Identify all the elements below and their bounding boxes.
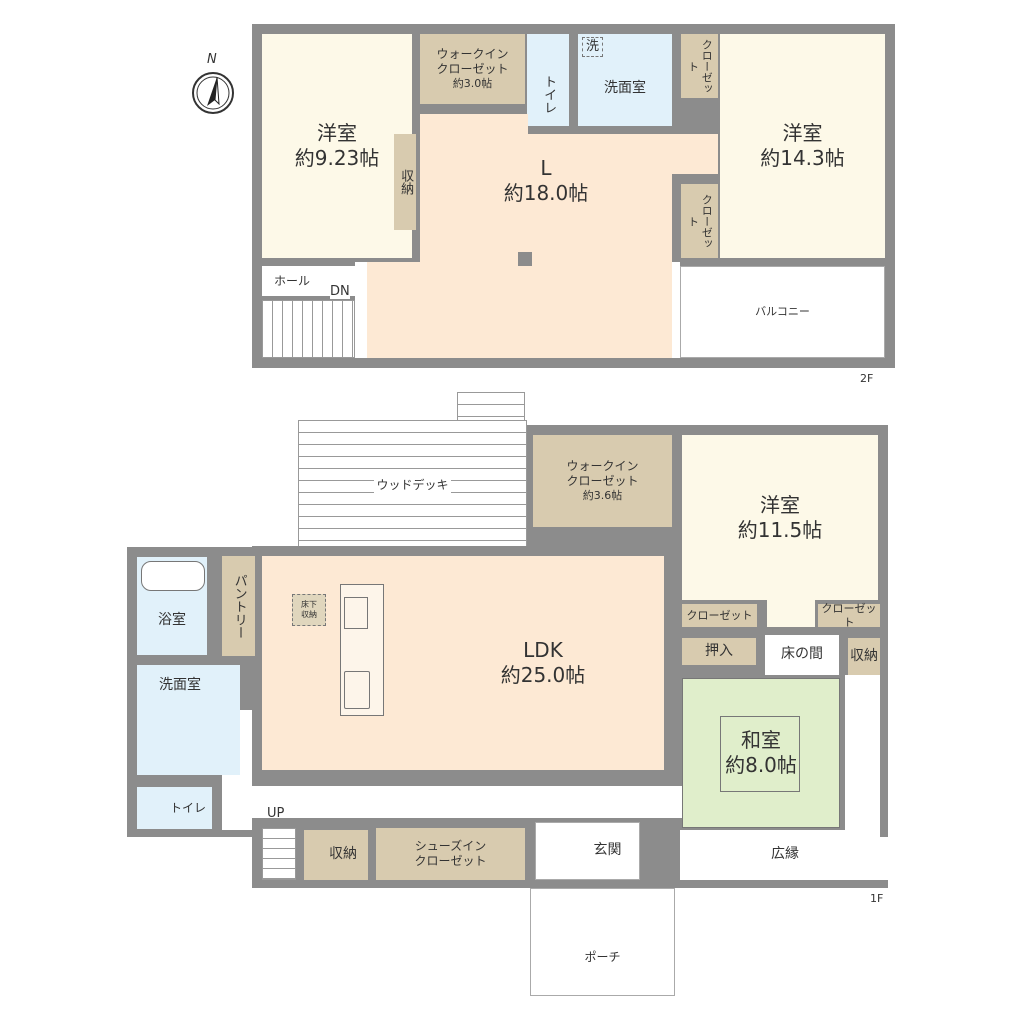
oshiire: 押入 [682,638,756,665]
western-room-1f: 洋室 約11.5帖 [682,435,878,600]
closet-2f-mid: クローゼット [681,184,718,258]
living-2f-lower-left [367,262,420,358]
walk-in-closet-1f: ウォークイン クローゼット 約3.6帖 [533,435,672,527]
entrance: 玄関 [535,822,640,880]
shoe-closet: シューズイン クローゼット [376,828,525,880]
engawa: 広縁 [680,830,880,880]
living-room-2f: L 約18.0帖 [420,134,672,358]
sink-icon [344,671,370,709]
compass-icon [192,72,234,114]
porch: ポーチ [530,888,675,996]
tokonoma: 床の間 [765,635,839,675]
compass: N [190,52,236,116]
washer-space: 洗 [582,37,604,58]
washitsu: 和室 約8.0帖 [682,678,840,828]
washroom-1f: 洗面室 [137,665,240,775]
stairs-1f [262,828,296,880]
stove-icon [344,597,368,629]
bathtub-icon [141,561,205,591]
toilet-2f: トイレ [527,34,569,126]
pillar [518,252,532,266]
bathroom: 浴室 [137,557,207,655]
underfloor-storage: 床下 収納 [292,594,326,626]
wood-deck: ウッドデッキ [298,420,527,550]
toilet-1f: トイレ [137,787,212,829]
storage-1f: 収納 [304,830,368,880]
compass-north-label: N [207,52,217,67]
western-room-a: 洋室 約9.23帖 [262,34,412,258]
storage-washitsu: 収納 [848,638,880,675]
stairs-down-label: DN [330,284,350,299]
western-room-b: 洋室 約14.3帖 [720,34,885,258]
floor-label-2f: 2F [860,372,874,385]
ldk: LDK 約25.0帖 床下 収納 [262,556,664,770]
pantry: パントリー [222,556,255,656]
kitchen-island [340,584,384,716]
deck-step [457,392,525,422]
stairs-up-label: UP [267,806,285,821]
balcony: バルコニー [680,266,885,358]
storage-2f: 収納 [394,134,416,230]
stairs-2f [262,300,355,358]
floor-label-1f: 1F [870,892,884,905]
walk-in-closet-2f: ウォークイン クローゼット 約3.0帖 [420,34,525,104]
closet-2f-top: クローゼット [681,34,718,98]
closet-1f-b: クローゼット [818,602,880,629]
closet-1f-a: クローゼット [682,604,757,627]
washroom-2f: 洗 洗面室 [578,34,672,126]
